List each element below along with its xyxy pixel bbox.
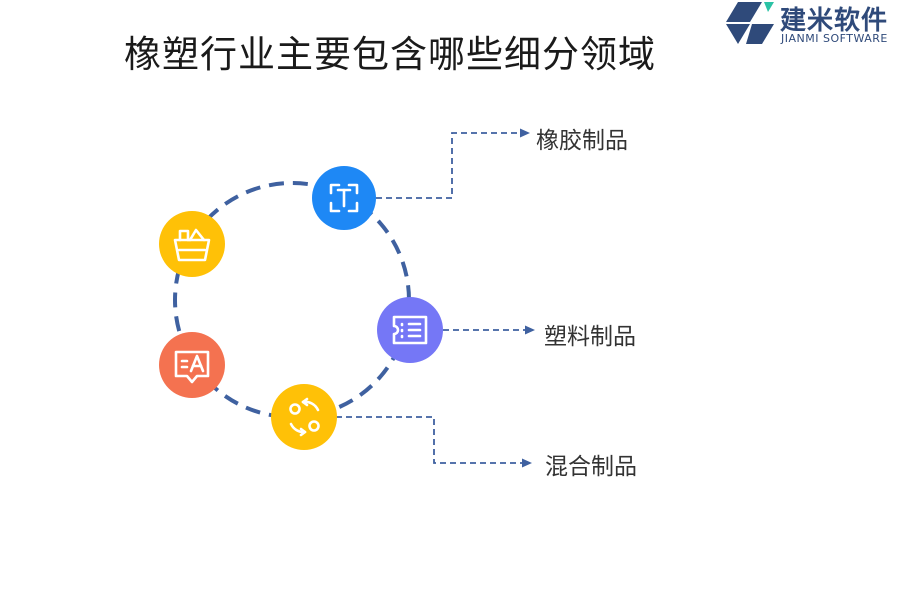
node-basket (159, 211, 225, 277)
basket-icon (173, 228, 211, 262)
arrow-mixed (522, 458, 532, 468)
node-translate (159, 332, 225, 398)
logo-subtitle: JIANMI SOFTWARE (781, 32, 888, 45)
arrow-rubber (520, 128, 530, 138)
node-mixed (271, 384, 337, 450)
category-label-mixed: 混合制品 (545, 454, 637, 480)
category-label-plastic: 塑料制品 (544, 324, 636, 350)
text-frame-icon (329, 183, 359, 213)
page-title: 橡塑行业主要包含哪些细分领域 (124, 33, 656, 76)
translate-a-icon (174, 350, 210, 384)
arrow-plastic (525, 325, 535, 335)
connector-mixed (336, 416, 523, 464)
connector-rubber (376, 132, 522, 199)
exchange-icon (289, 397, 320, 437)
node-plastic (377, 297, 443, 363)
logo-name: 建米软件 (780, 6, 889, 36)
category-label-rubber: 橡胶制品 (536, 128, 628, 154)
jianmi-logo-mark-icon (726, 2, 774, 44)
node-rubber (312, 166, 376, 230)
brand-logo: 建米软件 JIANMI SOFTWARE (724, 0, 900, 48)
ticket-list-icon (392, 315, 428, 345)
